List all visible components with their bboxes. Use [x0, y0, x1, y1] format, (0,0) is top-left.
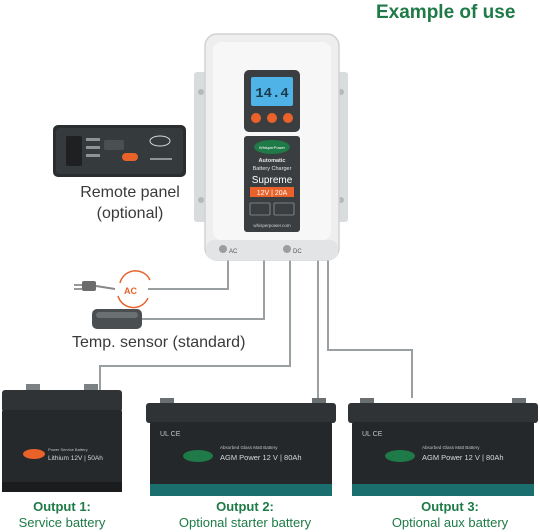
- battery-charger: 14.4 WhisperPower Automatic Battery Char…: [194, 34, 348, 260]
- output-3-label: Output 3: Optional aux battery: [362, 499, 538, 531]
- remote-button[interactable]: [122, 153, 138, 161]
- charger-button-1[interactable]: [251, 113, 261, 123]
- ac-port-label: AC: [229, 249, 238, 255]
- svg-text:WhisperPower: WhisperPower: [259, 145, 286, 150]
- battery-3: UL CE Absorbed Glass Matt Battery AGM Po…: [348, 398, 538, 496]
- battery-2: UL CE Absorbed Glass Matt Battery AGM Po…: [146, 398, 336, 496]
- remote-panel[interactable]: [53, 125, 186, 177]
- output-2-label: Output 2: Optional starter battery: [156, 499, 334, 531]
- svg-text:Absorbed Glass Matt Battery: Absorbed Glass Matt Battery: [422, 445, 480, 450]
- battery-3-name: AGM Power 12 V | 80Ah: [422, 453, 504, 462]
- battery-1: Power Service Battery Lithium 12V | 50Ah: [2, 384, 122, 492]
- ac-badge-text: AC: [124, 286, 137, 296]
- wiring: [100, 258, 412, 398]
- svg-text:UL CE: UL CE: [362, 431, 383, 438]
- svg-text:Power Service Battery: Power Service Battery: [48, 447, 88, 452]
- battery-1-name: Lithium 12V | 50Ah: [48, 455, 103, 462]
- battery-2-logo-icon: [183, 450, 213, 462]
- svg-text:Automatic: Automatic: [259, 158, 286, 164]
- battery-2-name: AGM Power 12 V | 80Ah: [220, 453, 302, 462]
- ac-plug: [74, 281, 115, 291]
- display-value: 14.4: [255, 86, 289, 102]
- battery-3-logo-icon: [385, 450, 415, 462]
- temp-sensor-label: Temp. sensor (standard): [72, 334, 245, 352]
- ac-badge: AC: [118, 271, 150, 308]
- output-1-label: Output 1: Service battery: [2, 499, 122, 531]
- temp-sensor: [92, 309, 142, 329]
- output-3-wire: [328, 258, 412, 398]
- charger-rating: 12V | 20A: [257, 190, 288, 197]
- ac-wire: [148, 258, 228, 289]
- svg-text:Absorbed Glass Matt Battery: Absorbed Glass Matt Battery: [220, 445, 278, 450]
- battery-1-logo-icon: [23, 449, 45, 459]
- charger-button-3[interactable]: [283, 113, 293, 123]
- svg-text:Battery Charger: Battery Charger: [253, 166, 292, 172]
- dc-port-label: DC: [293, 249, 302, 255]
- remote-panel-label: Remote panel (optional): [60, 182, 200, 224]
- svg-text:whisperpower.com: whisperpower.com: [253, 223, 291, 228]
- charger-button-2[interactable]: [267, 113, 277, 123]
- svg-text:UL CE: UL CE: [160, 431, 181, 438]
- charger-model: Supreme: [252, 175, 293, 186]
